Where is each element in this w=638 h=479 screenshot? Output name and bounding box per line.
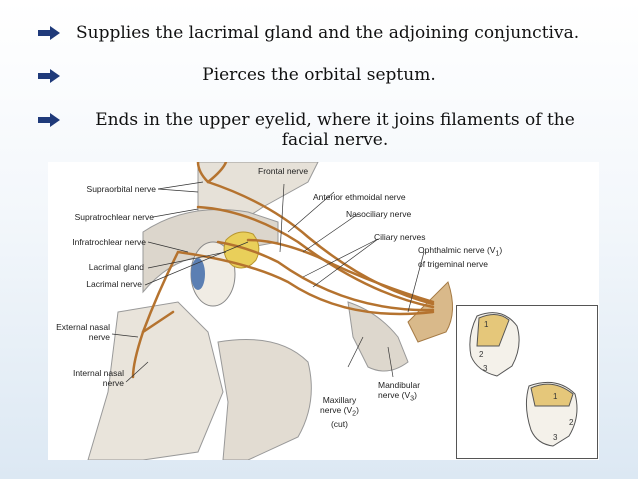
label-anterior-ethmoidal-nerve: Anterior ethmoidal nerve [313,192,406,202]
label-supraorbital-nerve: Supraorbital nerve [86,184,156,194]
label-supratrochlear-nerve: Supratrochlear nerve [74,212,154,222]
label-external-nasal-line1: External nasal [56,322,110,332]
label-internal-nasal-line1: Internal nasal [72,368,124,378]
label-nasociliary-nerve: Nasociliary nerve [346,209,412,219]
label-maxillary-sub: 2 [352,409,357,418]
label-mandibular-part: nerve (V [378,390,411,400]
bullet-arrow-icon [38,26,60,40]
label-internal-nasal-line2: nerve [102,378,124,388]
inset-number: 2 [569,418,574,427]
label-lacrimal-gland: Lacrimal gland [88,262,144,272]
label-external-nasal-nerve: External nasal nerve [48,322,110,342]
label-ciliary-nerves: Ciliary nerves [374,232,426,242]
inset-number: 3 [483,364,488,373]
orbit-illustration [87,162,453,460]
inset-number: 2 [479,350,484,359]
bullet-text: Supplies the lacrimal gland and the adjo… [76,23,580,43]
bullet-arrow-icon [38,69,60,83]
label-mandibular-end: ) [414,390,417,400]
label-ophthalmic-part: Ophthalmic nerve (V [418,245,496,255]
label-ophthalmic-sub: 1 [495,249,500,258]
dermatome-heads-illustration [469,312,578,447]
orbit-anatomy-figure: Frontal nerve Supraorbital nerve Anterio… [48,162,599,460]
inset-number: 1 [553,392,558,401]
label-mandibular-line1: Mandibular [378,380,421,390]
label-internal-nasal-nerve: Internal nasal nerve [48,368,124,388]
label-maxillary-end: ) [356,405,359,415]
bullet-text: Pierces the orbital septum. [202,65,436,85]
label-lacrimal-nerve: Lacrimal nerve [86,279,142,289]
label-ophthalmic-nerve: Ophthalmic nerve (V1) of trigeminal nerv… [418,245,502,269]
inset-number: 3 [553,433,558,442]
label-external-nasal-line2: nerve [88,332,110,342]
label-maxillary-line1: Maxillary [322,395,357,405]
label-frontal-nerve: Frontal nerve [258,166,309,176]
label-ophthalmic-line2: of trigeminal nerve [418,258,488,269]
inset-number: 1 [484,320,489,329]
label-maxillary-part: nerve (V [320,405,353,415]
dermatome-inset: 1 2 3 1 2 3 [456,305,598,459]
label-infratrochlear-nerve: Infratrochlear nerve [72,237,146,247]
bullet-arrow-icon [38,113,60,127]
label-mandibular-sub: 3 [410,394,415,403]
label-maxillary-nerve: Maxillary nerve (V2) (cut) [320,395,359,429]
label-ophthalmic-end: ) [499,245,503,255]
label-mandibular-nerve: Mandibular nerve (V3) [378,380,420,404]
bullet-text: Ends in the upper eyelid, where it joins… [95,110,575,150]
label-maxillary-line3: (cut) [330,418,348,429]
